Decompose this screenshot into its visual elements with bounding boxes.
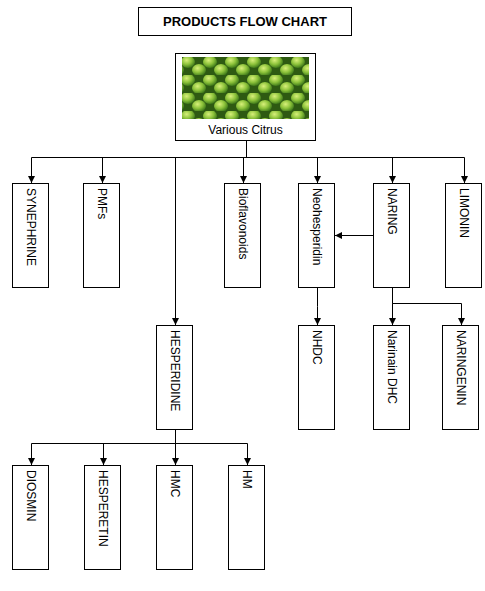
product-box: HESPERIDINE bbox=[156, 325, 193, 430]
box-label: Neohesperidin bbox=[310, 188, 324, 265]
product-box: NARING bbox=[373, 183, 410, 288]
box-label: HMC bbox=[168, 470, 182, 497]
product-box: NARINGENIN bbox=[442, 325, 479, 430]
box-label: Bioflavonoids bbox=[236, 188, 250, 259]
citrus-photo bbox=[182, 57, 309, 119]
box-label: HM bbox=[240, 470, 254, 489]
flow-arrow bbox=[175, 430, 176, 465]
flow-arrow bbox=[247, 141, 393, 183]
flow-arrow bbox=[335, 235, 373, 236]
flow-arrow bbox=[103, 141, 247, 183]
chart-title: PRODUCTS FLOW CHART bbox=[138, 7, 352, 36]
flow-arrow bbox=[32, 141, 247, 183]
flow-arrow bbox=[176, 141, 247, 325]
product-box: HMC bbox=[156, 465, 193, 570]
product-box: DIOSMIN bbox=[12, 465, 49, 570]
flow-arrow bbox=[393, 288, 462, 325]
flow-arrow bbox=[176, 430, 248, 465]
product-box: NHDC bbox=[298, 325, 335, 430]
box-label: NARINGENIN bbox=[454, 330, 468, 405]
flow-arrow bbox=[247, 141, 465, 183]
product-box: LIMONIN bbox=[445, 183, 482, 288]
product-box: HESPERETIN bbox=[84, 465, 121, 570]
flow-arrow bbox=[317, 288, 318, 325]
lime-pile bbox=[182, 57, 309, 119]
product-box: SYNEPHRINE bbox=[12, 183, 49, 288]
box-label: Various Citrus bbox=[176, 123, 315, 137]
box-label: NARING bbox=[385, 188, 399, 235]
flow-arrow bbox=[104, 430, 176, 465]
flow-arrow bbox=[392, 288, 393, 325]
product-box: Neohesperidin bbox=[298, 183, 335, 288]
box-label: Narinain DHC bbox=[385, 330, 399, 404]
box-label: NHDC bbox=[310, 330, 324, 365]
box-label: DIOSMIN bbox=[24, 470, 38, 521]
box-label: HESPERETIN bbox=[96, 470, 110, 547]
product-box: HM bbox=[228, 465, 265, 570]
product-box: Narinain DHC bbox=[373, 325, 410, 430]
flow-arrow bbox=[247, 141, 318, 183]
box-label: HESPERIDINE bbox=[168, 330, 182, 411]
product-box: PMFs bbox=[83, 183, 120, 288]
flow-arrow bbox=[244, 141, 247, 183]
product-box: Bioflavonoids bbox=[224, 183, 261, 288]
box-label: SYNEPHRINE bbox=[24, 188, 38, 266]
box-label: PMFs bbox=[95, 188, 109, 219]
flow-arrow bbox=[32, 430, 176, 465]
box-label: LIMONIN bbox=[457, 188, 471, 238]
